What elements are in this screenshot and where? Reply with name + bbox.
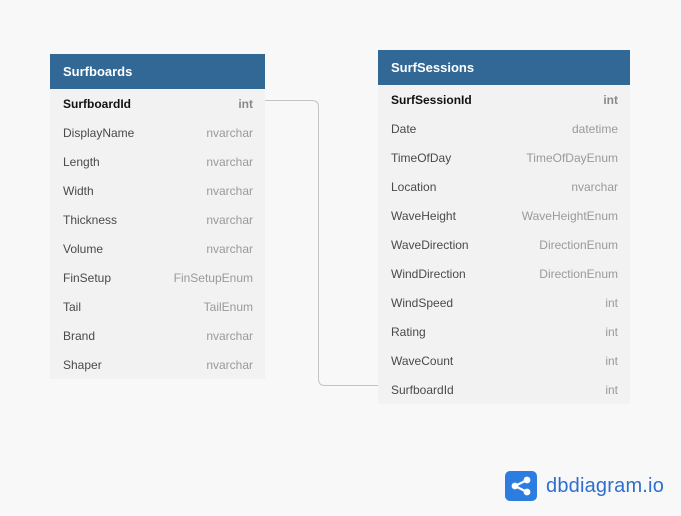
surfboards-table-header[interactable]: Surfboards (50, 54, 265, 89)
field-row-location[interactable]: Location nvarchar (378, 172, 630, 201)
field-type: nvarchar (206, 183, 253, 198)
field-row-rating[interactable]: Rating int (378, 317, 630, 346)
field-row-surfsessionid[interactable]: SurfSessionId int (378, 85, 630, 114)
field-name: Date (391, 121, 417, 136)
field-name: Shaper (63, 357, 102, 372)
field-type: nvarchar (206, 328, 253, 343)
field-row-wavecount[interactable]: WaveCount int (378, 346, 630, 375)
field-type: DirectionEnum (539, 237, 618, 252)
field-name: WaveCount (391, 353, 454, 368)
field-name: SurfSessionId (391, 92, 472, 107)
field-type: WaveHeightEnum (521, 208, 618, 223)
field-row-surfboardid[interactable]: SurfboardId int (50, 89, 265, 118)
field-row-surfboardid[interactable]: SurfboardId int (378, 375, 630, 404)
field-type: datetime (571, 121, 618, 136)
field-name: FinSetup (63, 270, 112, 285)
field-row-finsetup[interactable]: FinSetup FinSetupEnum (50, 263, 265, 292)
field-row-date[interactable]: Date datetime (378, 114, 630, 143)
field-type: int (603, 92, 618, 107)
field-name: Width (63, 183, 94, 198)
field-type: int (605, 324, 618, 339)
dbdiagram-brand[interactable]: dbdiagram.io (505, 471, 664, 501)
surfboardid-relationship-line (265, 100, 378, 386)
field-row-length[interactable]: Length nvarchar (50, 147, 265, 176)
field-row-displayname[interactable]: DisplayName nvarchar (50, 118, 265, 147)
field-name: WindSpeed (391, 295, 454, 310)
field-type: int (605, 382, 618, 397)
field-row-windspeed[interactable]: WindSpeed int (378, 288, 630, 317)
field-row-winddirection[interactable]: WindDirection DirectionEnum (378, 259, 630, 288)
field-type: TimeOfDayEnum (526, 150, 618, 165)
field-type: int (605, 353, 618, 368)
field-type: nvarchar (206, 241, 253, 256)
field-type: nvarchar (206, 154, 253, 169)
field-name: SurfboardId (63, 96, 131, 111)
field-name: Brand (63, 328, 96, 343)
field-name: Location (391, 179, 437, 194)
field-type: nvarchar (206, 125, 253, 140)
field-type: nvarchar (571, 179, 618, 194)
field-name: WaveDirection (391, 237, 469, 252)
field-type: int (238, 96, 253, 111)
field-name: Thickness (63, 212, 118, 227)
field-type: DirectionEnum (539, 266, 618, 281)
field-name: TimeOfDay (391, 150, 452, 165)
field-row-width[interactable]: Width nvarchar (50, 176, 265, 205)
dbdiagram-logo-icon (505, 471, 537, 501)
field-name: Tail (63, 299, 82, 314)
field-name: Rating (391, 324, 426, 339)
field-row-thickness[interactable]: Thickness nvarchar (50, 205, 265, 234)
field-row-volume[interactable]: Volume nvarchar (50, 234, 265, 263)
field-name: SurfboardId (391, 382, 454, 397)
field-name: WaveHeight (391, 208, 456, 223)
field-name: WindDirection (391, 266, 466, 281)
field-type: nvarchar (206, 357, 253, 372)
field-row-brand[interactable]: Brand nvarchar (50, 321, 265, 350)
field-type: int (605, 295, 618, 310)
field-row-shaper[interactable]: Shaper nvarchar (50, 350, 265, 379)
dbdiagram-brand-text: dbdiagram.io (546, 474, 665, 497)
field-name: Length (63, 154, 100, 169)
field-name: DisplayName (63, 125, 135, 140)
field-type: nvarchar (206, 212, 253, 227)
field-row-waveheight[interactable]: WaveHeight WaveHeightEnum (378, 201, 630, 230)
field-type: FinSetupEnum (173, 270, 253, 285)
field-name: Volume (63, 241, 104, 256)
field-row-tail[interactable]: Tail TailEnum (50, 292, 265, 321)
field-row-timeofday[interactable]: TimeOfDay TimeOfDayEnum (378, 143, 630, 172)
field-row-wavedirection[interactable]: WaveDirection DirectionEnum (378, 230, 630, 259)
surfsessions-table-header[interactable]: SurfSessions (378, 50, 630, 85)
field-type: TailEnum (203, 299, 253, 314)
